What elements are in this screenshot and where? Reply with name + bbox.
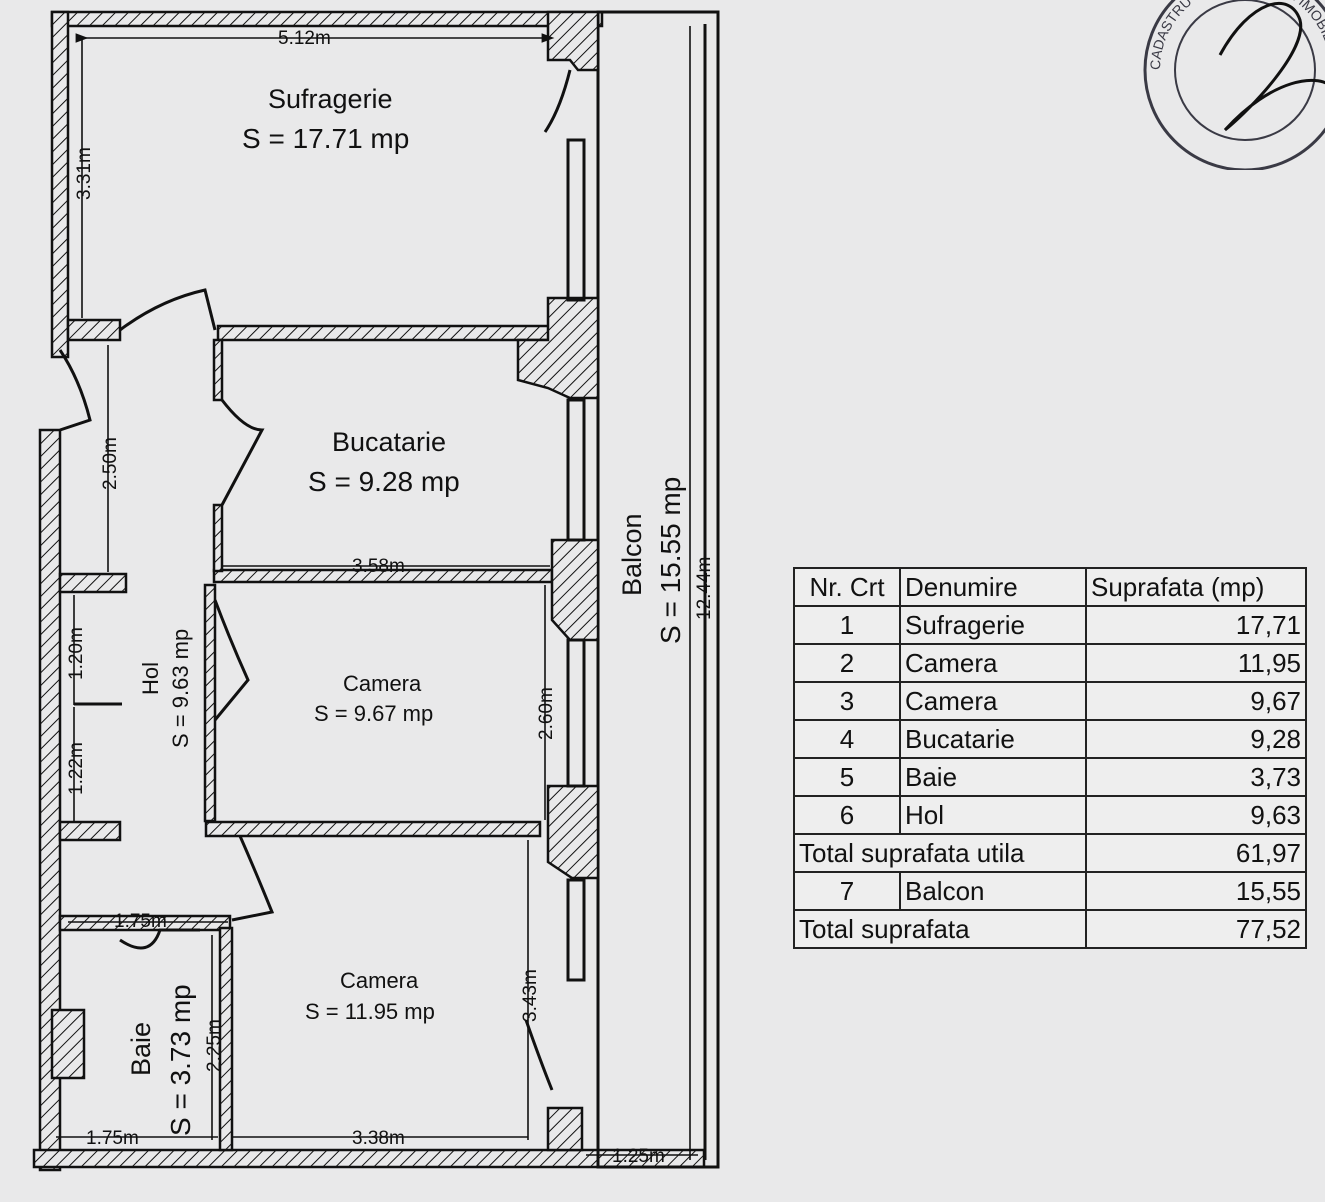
- outer-walls: [32, 10, 720, 1172]
- cell-nr: 1: [793, 605, 901, 645]
- table-row: 4 Bucatarie 9,28: [793, 719, 1307, 759]
- cell-name: Baie: [899, 757, 1087, 797]
- col-header-name: Denumire: [899, 567, 1087, 607]
- cell-nr: 2: [793, 643, 901, 683]
- room-bucatarie-name: Bucatarie: [332, 427, 446, 457]
- table-row: 2 Camera 11,95: [793, 643, 1307, 683]
- col-header-nr: Nr. Crt: [793, 567, 901, 607]
- room-baie-name: Baie: [126, 1022, 156, 1076]
- dim-hol-upper: 2.50m: [100, 437, 121, 490]
- room-hol-area: S = 9.63 mp: [168, 629, 193, 748]
- cell-area: 3,73: [1085, 757, 1307, 797]
- dim-balcon-width: 1.25m: [612, 1146, 665, 1167]
- area-summary-table: Nr. Crt Denumire Suprafata (mp) 1 Sufrag…: [793, 567, 1307, 949]
- col-header-area: Suprafata (mp): [1085, 567, 1307, 607]
- cell-nr: 3: [793, 681, 901, 721]
- dim-camera-large-height: 3.43m: [520, 969, 541, 1022]
- dim-balcon-length: 12.44m: [694, 557, 715, 620]
- dim-top-width: 5.12m: [278, 28, 331, 49]
- cell-nr: 6: [793, 795, 901, 835]
- room-balcon-area: S = 15.55 mp: [655, 477, 686, 644]
- cell-area: 9,67: [1085, 681, 1307, 721]
- cell-area: 11,95: [1085, 643, 1307, 683]
- cadastre-stamp: CADASTRU SI PUBLICITATE IMOBILIARA: [1143, 0, 1325, 170]
- cell-area: 15,55: [1085, 871, 1307, 911]
- cell-nr: 7: [793, 871, 901, 911]
- cell-name: Camera: [899, 681, 1087, 721]
- table-row-total-utila: Total suprafata utila 61,97: [793, 833, 1307, 873]
- cell-name: Camera: [899, 643, 1087, 683]
- room-baie-area: S = 3.73 mp: [165, 984, 196, 1136]
- dim-sufragerie-height: 3.31m: [74, 147, 95, 200]
- table-header-row: Nr. Crt Denumire Suprafata (mp): [793, 567, 1307, 607]
- room-labels: Sufragerie S = 17.71 mp Bucatarie S = 9.…: [126, 84, 686, 1136]
- cell-nr: 4: [793, 719, 901, 759]
- cell-name: Bucatarie: [899, 719, 1087, 759]
- room-camera-small-name: Camera: [343, 671, 422, 696]
- dim-camera-large-width: 3.38m: [352, 1128, 405, 1149]
- cell-name: Sufragerie: [899, 605, 1087, 645]
- signature-mark: [1218, 2, 1325, 132]
- table-row: 7 Balcon 15,55: [793, 871, 1307, 911]
- cell-nr: 5: [793, 757, 901, 797]
- room-camera-small-area: S = 9.67 mp: [314, 701, 433, 726]
- table-row: 3 Camera 9,67: [793, 681, 1307, 721]
- interior-walls: [50, 10, 600, 1152]
- room-bucatarie-area: S = 9.28 mp: [308, 466, 460, 497]
- dim-hol-lower: 1.22m: [66, 742, 87, 795]
- dim-hol-mid: 1.20m: [66, 627, 87, 680]
- table-row: 1 Sufragerie 17,71: [793, 605, 1307, 645]
- dim-baie-height: 2.25m: [204, 1019, 225, 1072]
- dim-camera-small-height: 2.60m: [536, 687, 557, 740]
- table-row: 5 Baie 3,73: [793, 757, 1307, 797]
- room-hol-name: Hol: [138, 662, 163, 695]
- dimension-lines: [56, 26, 698, 1160]
- room-camera-large-name: Camera: [340, 968, 419, 993]
- room-camera-large-area: S = 11.95 mp: [305, 999, 435, 1024]
- room-balcon-name: Balcon: [617, 513, 647, 596]
- dim-bucatarie-width: 3.58m: [352, 556, 405, 577]
- table-row-total: Total suprafata 77,52: [793, 909, 1307, 949]
- dimension-labels: 5.12m 3.31m 2.50m 1.20m 1.22m 3.58m 2.60…: [66, 28, 715, 1167]
- cell-area: 9,63: [1085, 795, 1307, 835]
- dim-baie-bottom-width: 1.75m: [86, 1128, 139, 1149]
- table-row: 6 Hol 9,63: [793, 795, 1307, 835]
- room-sufragerie-area: S = 17.71 mp: [242, 123, 409, 154]
- cell-total-utila-area: 61,97: [1085, 833, 1307, 873]
- cell-name: Hol: [899, 795, 1087, 835]
- cell-area: 17,71: [1085, 605, 1307, 645]
- cell-total-area: 77,52: [1085, 909, 1307, 949]
- cell-area: 9,28: [1085, 719, 1307, 759]
- cell-name: Balcon: [899, 871, 1087, 911]
- cell-total-label: Total suprafata: [793, 909, 1087, 949]
- room-sufragerie-name: Sufragerie: [268, 84, 393, 114]
- cell-total-utila-label: Total suprafata utila: [793, 833, 1087, 873]
- dim-baie-top-width: 1.75m: [114, 911, 167, 932]
